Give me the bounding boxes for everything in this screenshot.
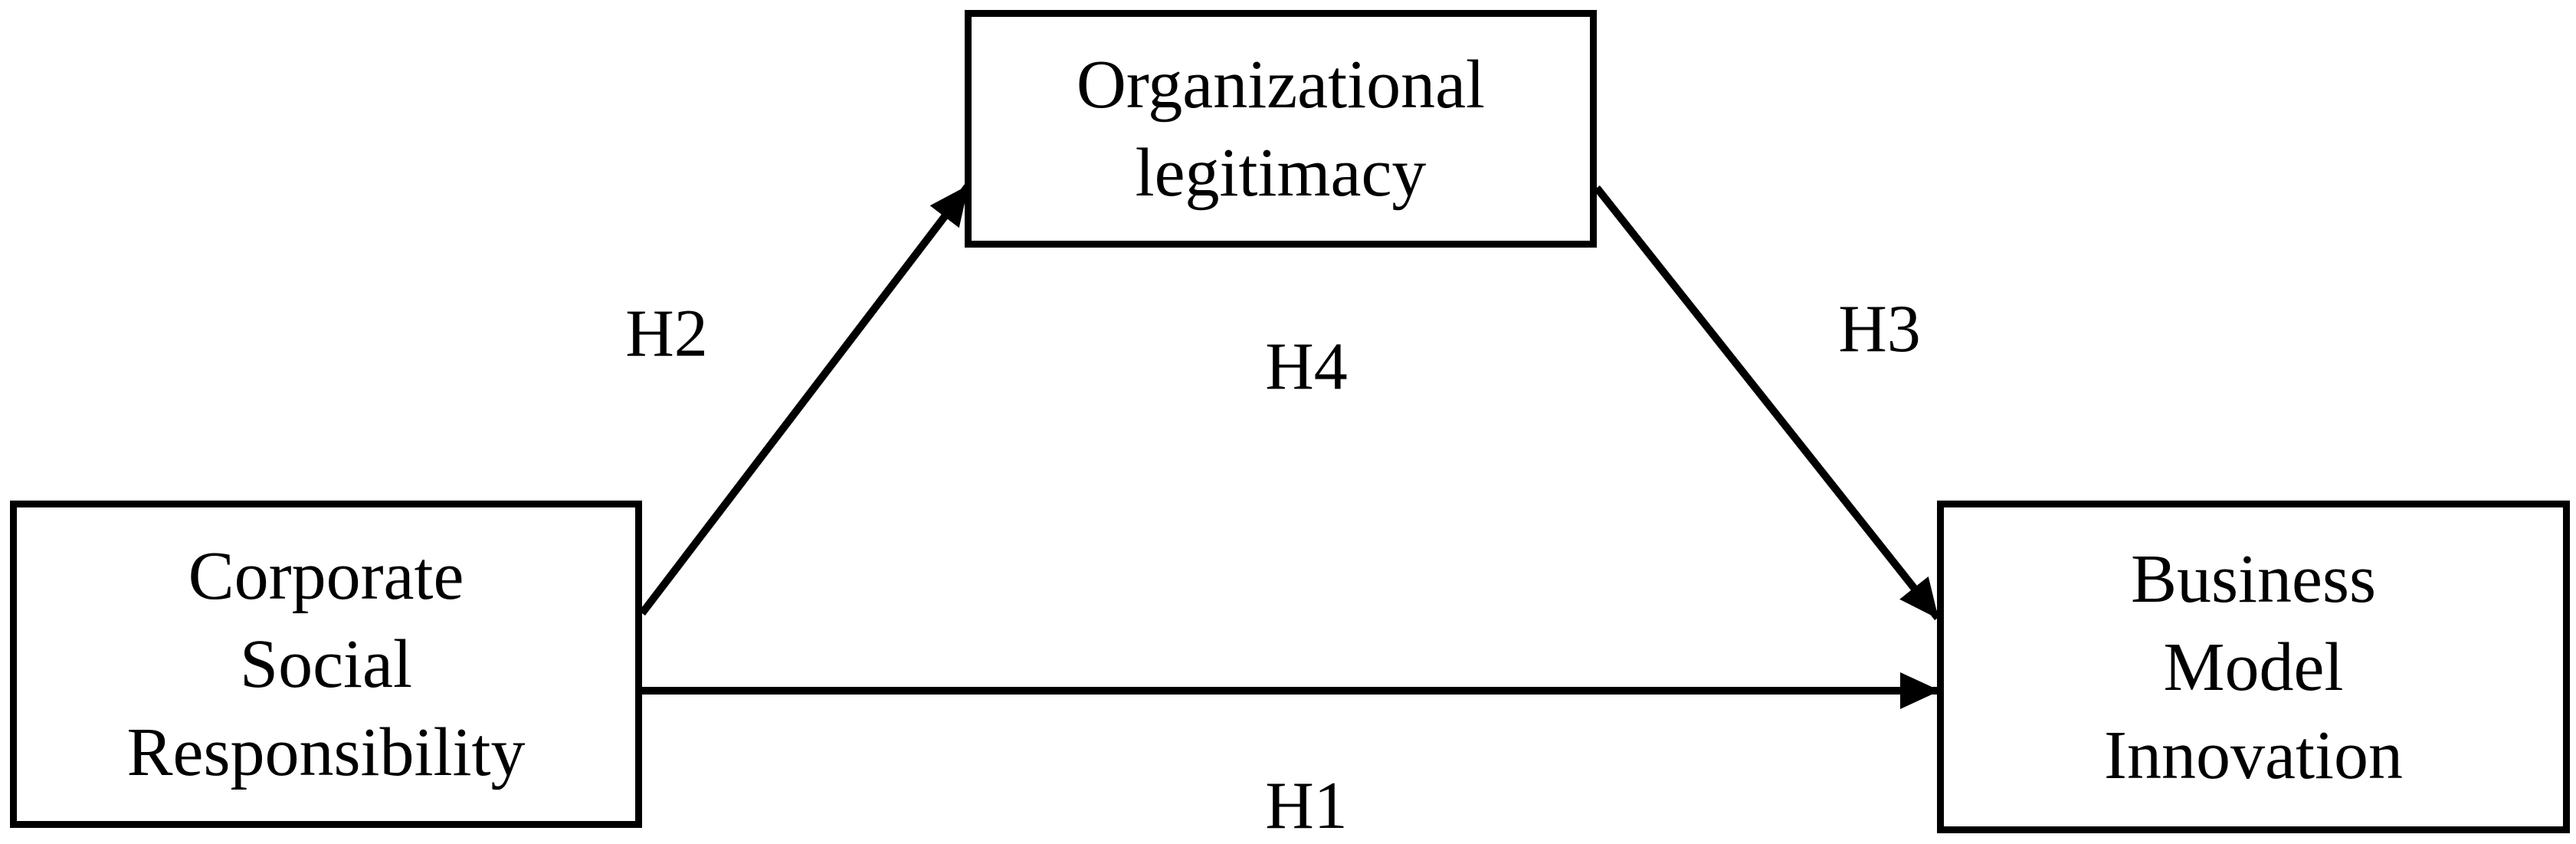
node-text-line: Business [2130, 540, 2377, 617]
node-text-line: legitimacy [1135, 135, 1427, 211]
node-text-line: Model [2163, 629, 2344, 705]
node-text-line: Responsibility [126, 714, 526, 790]
node-corporate-social-responsibility: Corporate Social Responsibility [10, 501, 642, 828]
edge-label-h3: H3 [1838, 292, 1921, 366]
edge-label-h4: H4 [1265, 330, 1348, 404]
node-text-line: Innovation [2104, 717, 2403, 793]
edge-label-h1: H1 [1265, 769, 1348, 843]
node-business-model-innovation: Business Model Innovation [1937, 501, 2570, 833]
edge-label-h2: H2 [625, 297, 708, 371]
edge-h2-arrow [639, 183, 971, 616]
node-text-line: Organizational [1076, 47, 1486, 123]
edge-h3-arrow [1594, 185, 1941, 621]
node-text-line: Social [240, 626, 412, 702]
node-text-line: Corporate [188, 538, 464, 614]
node-organizational-legitimacy: Organizational legitimacy [965, 10, 1597, 248]
